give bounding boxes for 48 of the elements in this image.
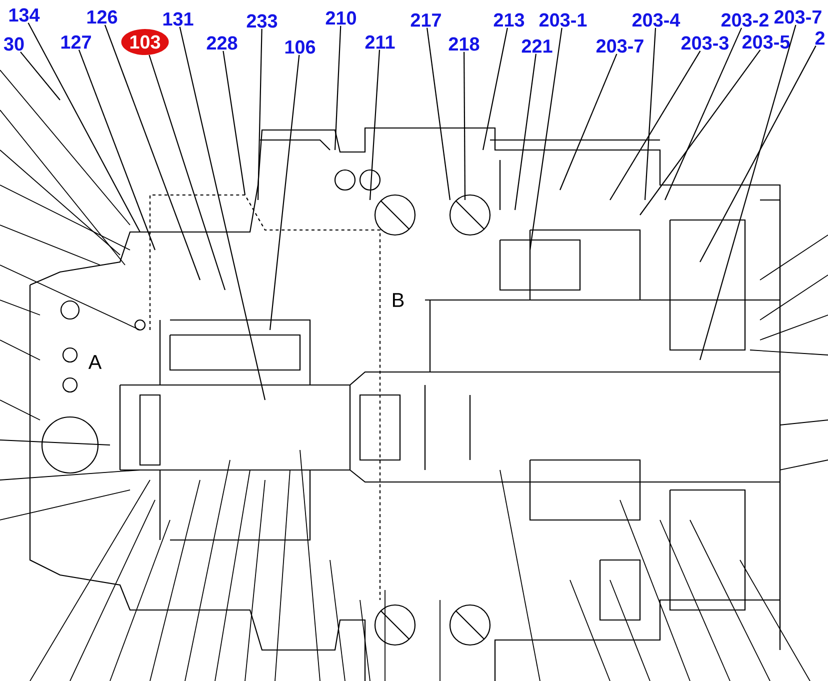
callout-number: 30 — [4, 37, 24, 51]
callout-number: 127 — [61, 35, 91, 49]
leader-line — [640, 50, 761, 216]
leader-line — [644, 28, 656, 200]
leader-line — [148, 54, 226, 290]
callout-number: 228 — [206, 36, 238, 50]
callout-number: 203-1 — [539, 13, 587, 27]
leader-line — [269, 54, 300, 330]
leader-line — [222, 50, 246, 196]
leader-line — [78, 50, 156, 250]
callout-number: 213 — [494, 13, 524, 27]
section-letter: A — [87, 354, 103, 370]
callout-number: 203-5 — [742, 35, 790, 49]
callout-number: 134 — [9, 8, 40, 22]
leader-line — [369, 50, 380, 200]
callout-number: 203-7 — [774, 10, 822, 24]
callout-number: 203-7 — [596, 39, 644, 53]
callout-number: 2 — [815, 31, 824, 45]
leader-line — [426, 28, 451, 200]
leader-line — [179, 26, 266, 400]
leader-line — [560, 54, 618, 190]
callout-number: 217 — [410, 13, 441, 27]
leader-line — [664, 28, 742, 200]
leader-line — [257, 28, 262, 200]
callout-number: 203-2 — [721, 13, 768, 27]
callout-number: 131 — [163, 12, 194, 26]
leader-line — [700, 46, 816, 262]
callout-number: 203-3 — [681, 36, 729, 50]
leader-line — [529, 28, 562, 250]
callout-number: 218 — [448, 37, 480, 51]
callout-number: 106 — [285, 40, 316, 54]
leader-line — [334, 26, 342, 150]
leader-line — [514, 54, 536, 210]
callout-number: 221 — [522, 39, 552, 53]
callout-number: 233 — [246, 14, 278, 28]
leader-line — [104, 24, 201, 280]
leader-line — [28, 22, 140, 232]
leader-line — [464, 52, 466, 200]
callout-number: 126 — [87, 10, 118, 24]
section-letter: B — [390, 292, 406, 308]
callout-number: 211 — [365, 35, 395, 49]
leader-line — [482, 28, 508, 150]
callout-number: 210 — [326, 11, 356, 25]
callout-number: 203-4 — [632, 13, 680, 27]
leader-line — [20, 52, 60, 100]
callout-badge: 103 — [121, 29, 169, 55]
leader-line — [699, 24, 796, 360]
leader-line — [610, 50, 701, 200]
